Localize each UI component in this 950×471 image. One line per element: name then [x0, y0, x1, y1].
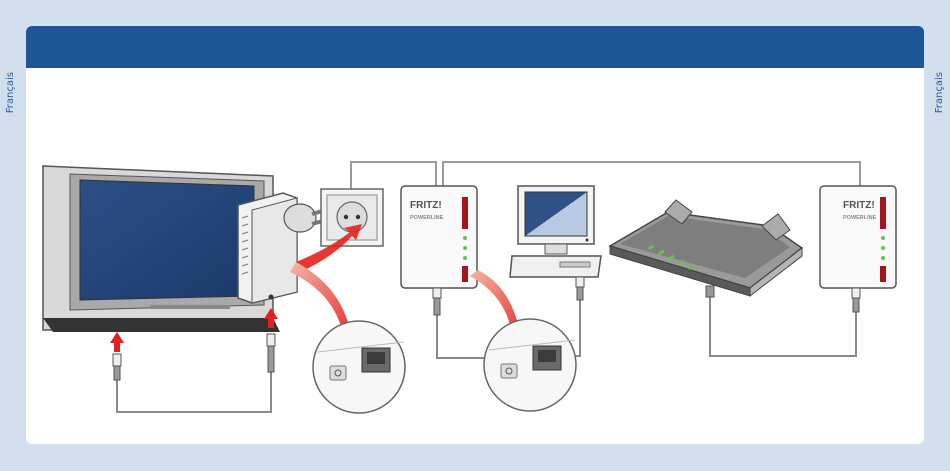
fritz-powerline-adapter-icon: FRITZ! POWERLINE: [820, 186, 896, 312]
fritz-powerline-adapter-icon: FRITZ! POWERLINE: [401, 186, 477, 315]
lan-port-closeup-icon: [313, 321, 405, 413]
adapter-sub-label: POWERLINE: [410, 215, 444, 221]
connection-diagram: FRITZ! POWERLINE: [26, 26, 924, 444]
adapter-sub-label: POWERLINE: [843, 215, 877, 221]
side-label-left: Français: [5, 72, 16, 113]
desktop-computer-icon: [510, 186, 601, 300]
network-cable: [113, 334, 275, 380]
fritzbox-router-icon: [610, 200, 802, 297]
content-card: FRITZ! POWERLINE: [26, 26, 924, 444]
arrow-icon: [110, 332, 124, 352]
wall-socket-icon: [321, 189, 383, 246]
side-label-right: Français: [934, 72, 945, 113]
lan-port-closeup-icon: [484, 319, 576, 411]
adapter-brand-label: FRITZ!: [410, 200, 442, 211]
adapter-brand-label: FRITZ!: [843, 200, 875, 211]
